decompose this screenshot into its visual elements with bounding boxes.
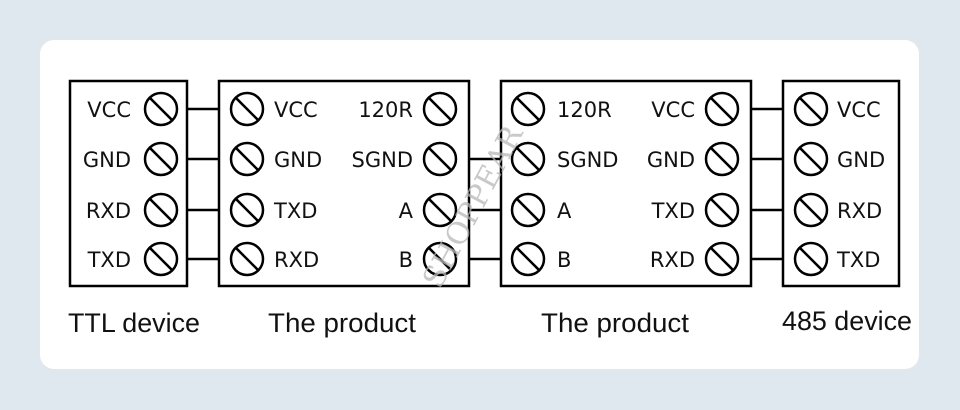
product1-left-pin-label: VCC [274, 98, 318, 122]
ttl-pin-label: TXD [87, 248, 131, 272]
product1-right-pin-label: SGND [352, 148, 413, 172]
screw-terminal-icon [510, 241, 546, 277]
screw-terminal-icon [229, 141, 265, 177]
rs485-pin-label: TXD [836, 248, 880, 272]
ttl-device-box [68, 79, 189, 288]
product2-left-pin-label: SGND [557, 148, 618, 172]
ttl-pin-label: RXD [86, 199, 131, 223]
screw-terminal-icon [793, 241, 829, 277]
product1-left-pin-label: TXD [273, 199, 317, 223]
product1-right-pin-label: 120R [358, 98, 413, 122]
product2-right-pin-label: RXD [650, 248, 695, 272]
product2-left-pin-label: A [557, 199, 572, 223]
product2-right-pin-label: TXD [651, 199, 695, 223]
product2-right-pin-label: GND [647, 148, 695, 172]
screw-terminal-icon [704, 192, 740, 228]
product2-left-pin-label: B [557, 248, 571, 272]
product2-box [499, 79, 753, 288]
product2-left-pin-label: 120R [557, 98, 612, 122]
product2-right-pin-label: VCC [651, 98, 695, 122]
screw-terminal-icon [793, 141, 829, 177]
screw-terminal-icon [422, 141, 458, 177]
screw-terminal-icon [143, 91, 179, 127]
screw-terminal-icon [229, 241, 265, 277]
product1-caption: The product [268, 308, 417, 338]
ttl-device-caption: TTL device [68, 308, 200, 338]
screw-terminal-icon [229, 91, 265, 127]
screw-terminal-icon [143, 192, 179, 228]
rs485-device-caption: 485 device [782, 306, 912, 336]
product1-left-pin-label: RXD [274, 248, 319, 272]
ttl-pin-label: GND [83, 148, 131, 172]
screw-terminal-icon [143, 241, 179, 277]
product1-box [217, 79, 471, 288]
screw-terminal-icon [510, 192, 546, 228]
screw-terminal-icon [510, 141, 546, 177]
screw-terminal-icon [422, 192, 458, 228]
screw-terminal-icon [704, 141, 740, 177]
rs485-device-box [781, 79, 901, 288]
product1-left-pin-label: GND [274, 148, 322, 172]
product1-right-pin-label: B [399, 248, 413, 272]
screw-terminal-icon [793, 192, 829, 228]
screw-terminal-icon [229, 192, 265, 228]
ttl-pin-label: VCC [87, 98, 131, 122]
screw-terminal-icon [704, 241, 740, 277]
screw-terminal-icon [143, 141, 179, 177]
screw-terminal-icon [704, 91, 740, 127]
screw-terminal-icon [422, 241, 458, 277]
rs485-pin-label: VCC [837, 98, 881, 122]
screw-terminal-icon [793, 91, 829, 127]
rs485-pin-label: GND [837, 148, 885, 172]
screw-terminal-icon [422, 91, 458, 127]
screw-terminal-icon [510, 91, 546, 127]
product1-right-pin-label: A [399, 199, 414, 223]
product2-caption: The product [541, 308, 690, 338]
rs485-pin-label: RXD [837, 199, 882, 223]
